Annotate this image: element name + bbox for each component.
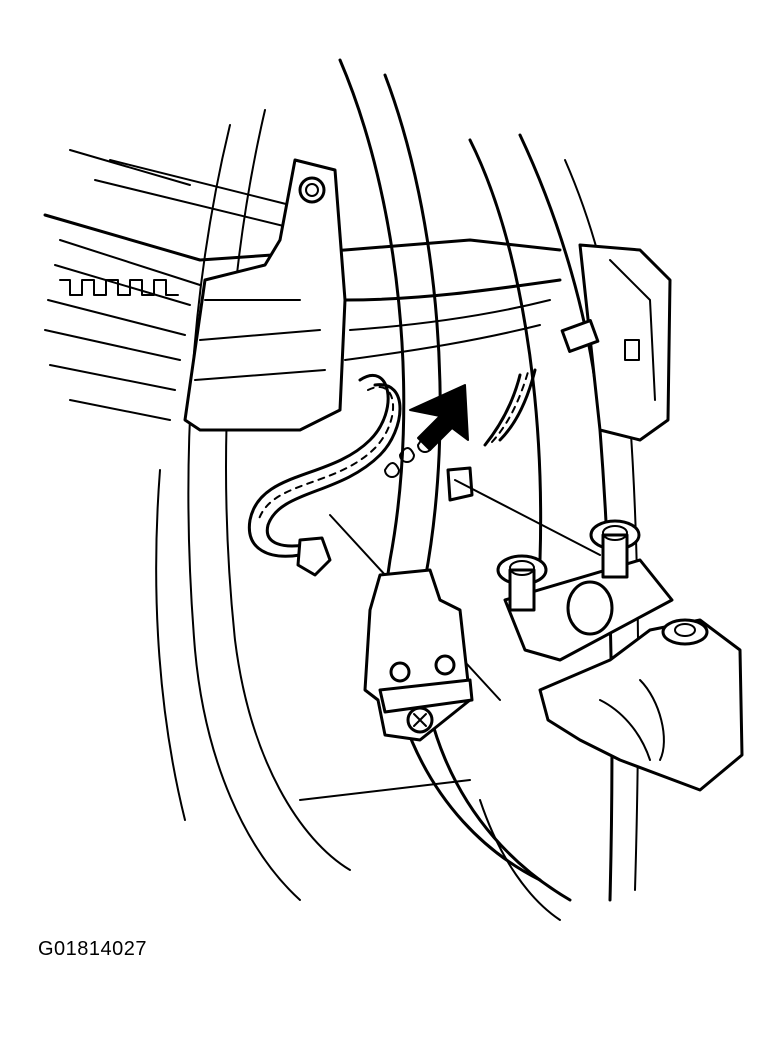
hinge-assembly — [503, 558, 744, 792]
direction-arrow — [409, 384, 469, 451]
hinge-housing — [560, 243, 672, 442]
lower-bracket — [363, 568, 474, 742]
body-panel — [43, 149, 562, 421]
wiring-harness — [247, 368, 537, 577]
figure-code: G01814027 — [38, 938, 148, 960]
bolt-right — [589, 519, 641, 579]
fluid-drops — [384, 437, 433, 478]
bolt-left — [496, 554, 548, 612]
upper-bracket — [183, 158, 347, 432]
